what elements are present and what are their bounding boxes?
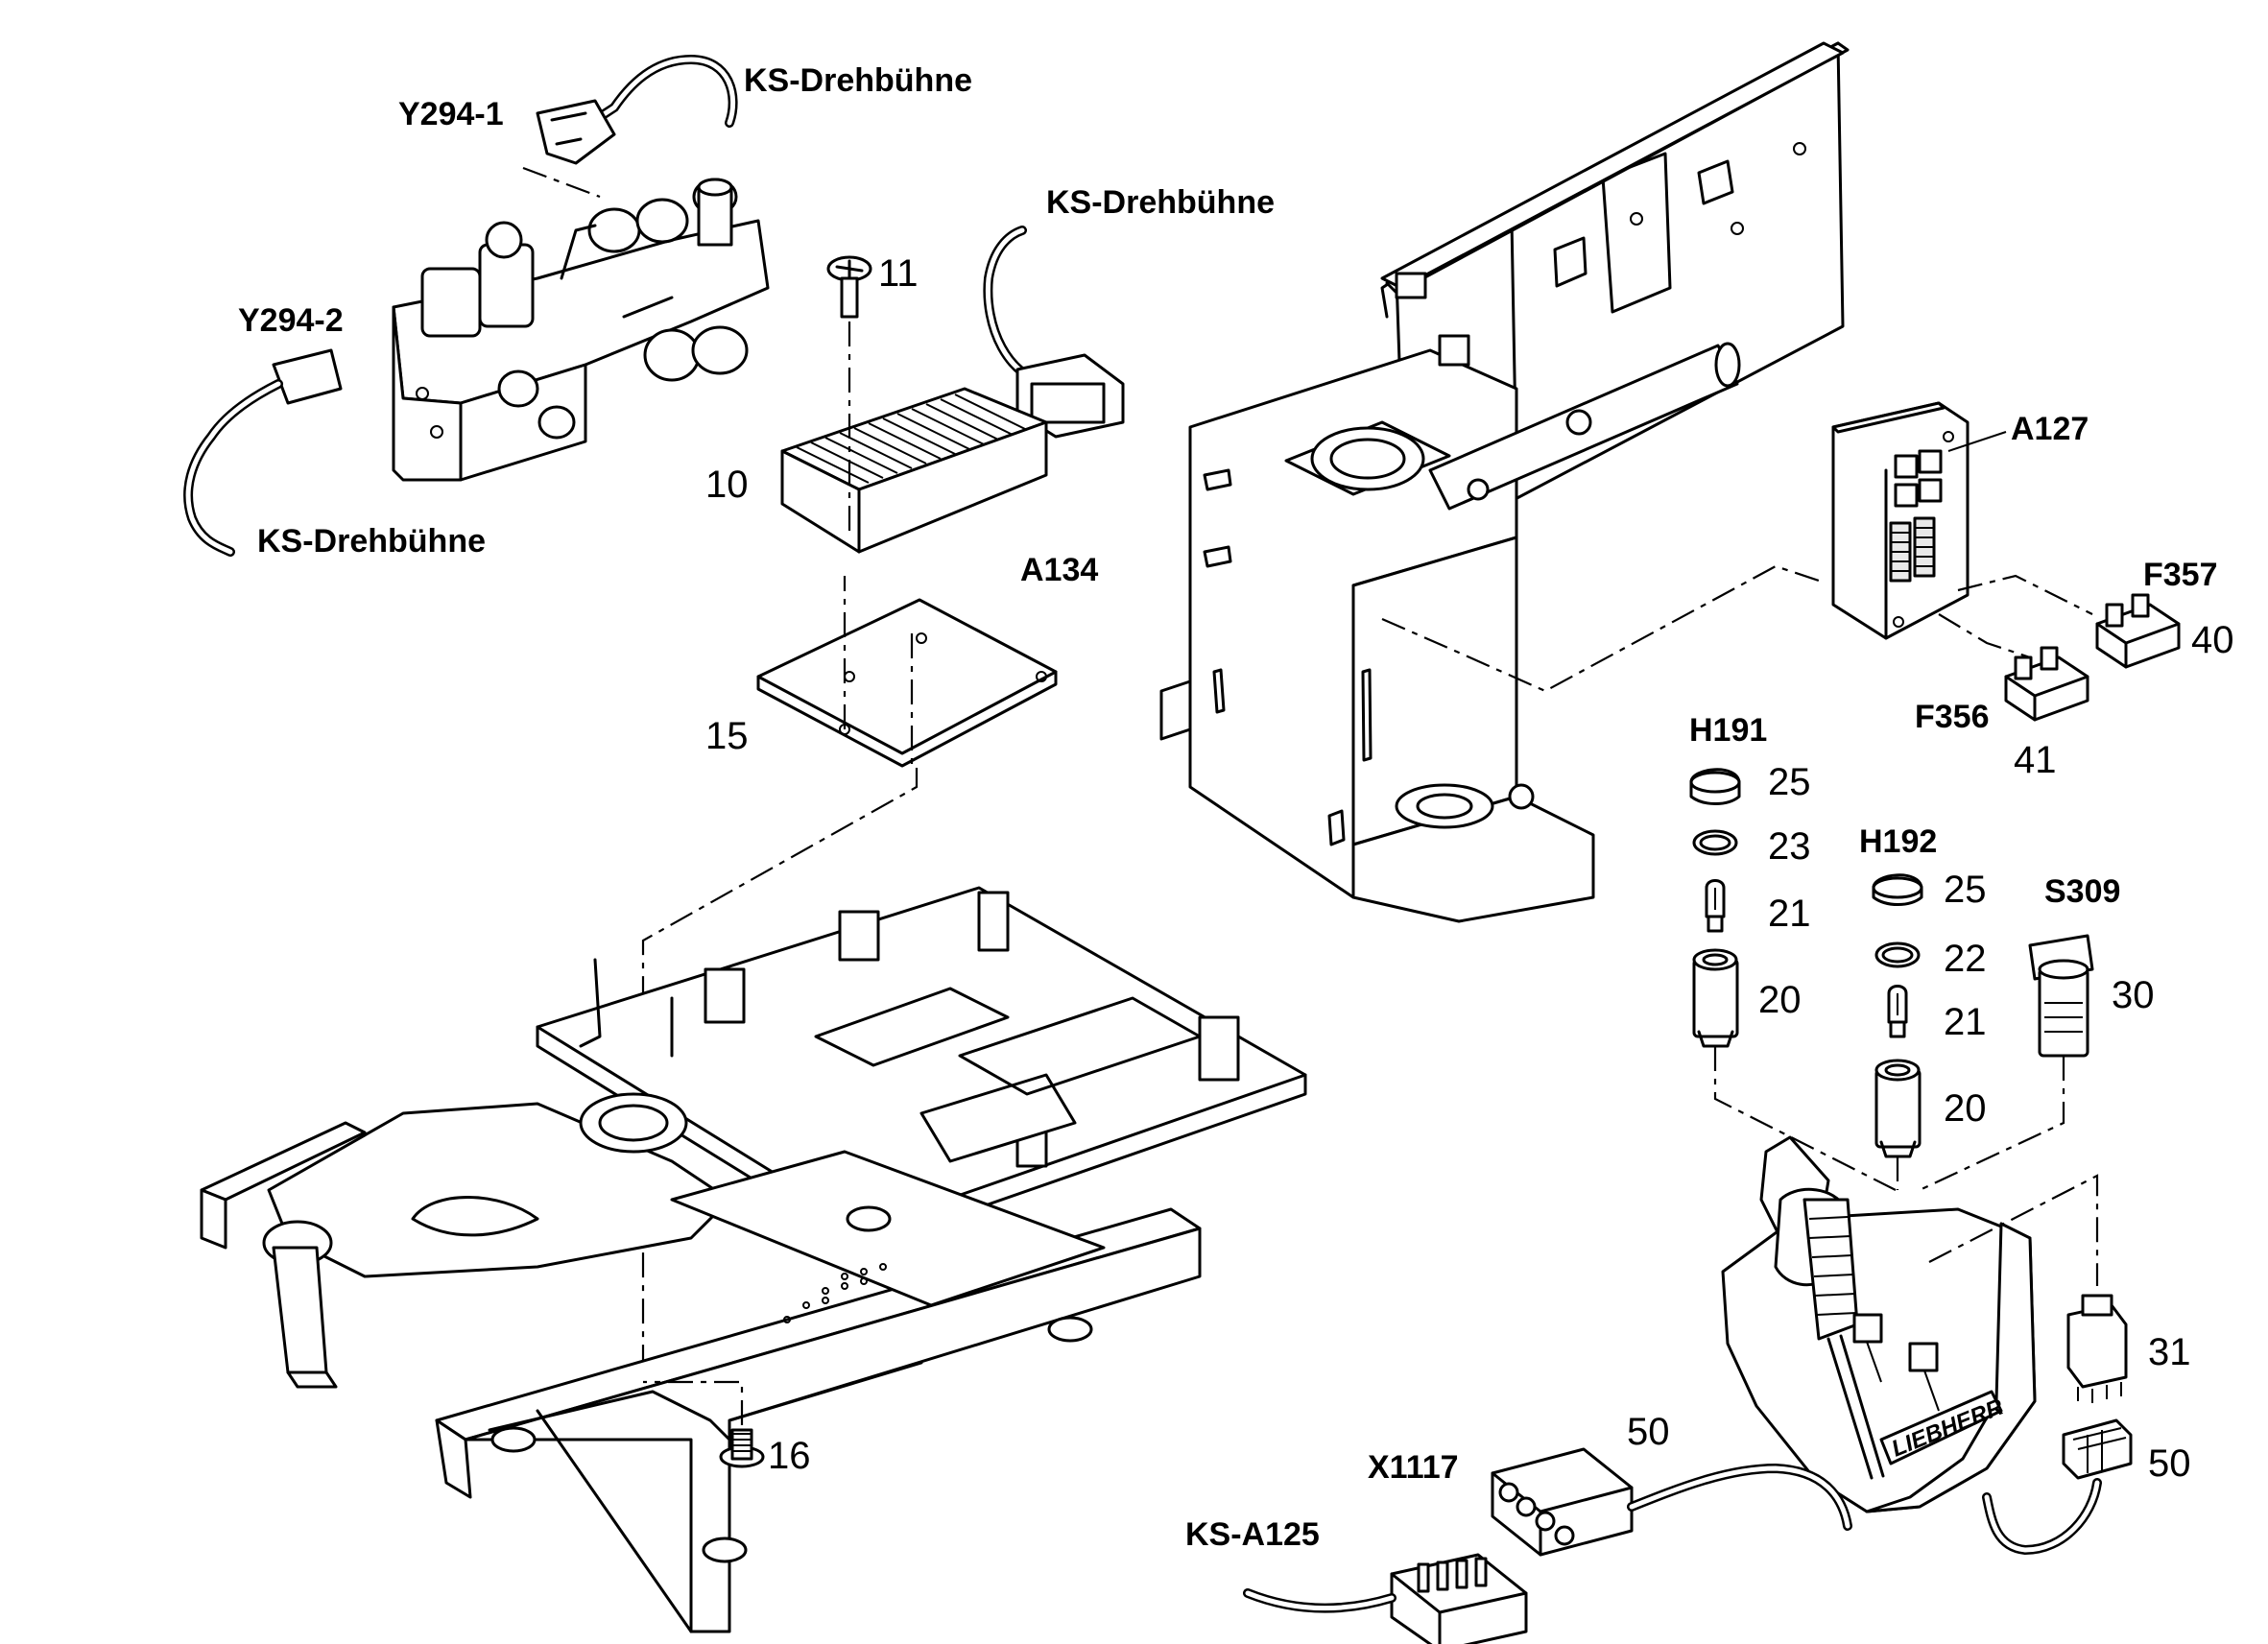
- part-number-23: 23: [1768, 825, 1811, 868]
- part-number-25-h192: 25: [1944, 869, 1987, 911]
- part-number-25-h191: 25: [1768, 761, 1811, 803]
- label-h191: H191: [1689, 712, 1767, 749]
- label-f356: F356: [1915, 699, 1990, 735]
- connector-50-right: [1982, 1418, 2133, 1556]
- label-a134: A134: [1020, 552, 1098, 588]
- label-x1117: X1117: [1368, 1449, 1459, 1486]
- part-number-40: 40: [2191, 619, 2234, 661]
- lamp-h192-parts: [1872, 873, 1923, 1158]
- part-number-50-x1117: 50: [1627, 1411, 1670, 1453]
- part-number-41: 41: [2014, 739, 2057, 781]
- cooling-fins: [796, 393, 1028, 484]
- label-y294-1: Y294-1: [398, 96, 504, 132]
- lamp-h191-parts: [1689, 768, 1741, 1048]
- label-ks-a125: KS-A125: [1185, 1516, 1320, 1553]
- label-f357: F357: [2143, 557, 2218, 593]
- label-s309: S309: [2044, 873, 2120, 910]
- switch-s309: [2028, 934, 2094, 1058]
- control-unit-a134: [641, 226, 1125, 1420]
- part-number-31: 31: [2148, 1331, 2191, 1373]
- joystick-control-lever: LIEBHERR: [1721, 1135, 2099, 1513]
- part-number-21-h192: 21: [1944, 1001, 1987, 1043]
- cab-console-frame: [1159, 41, 1850, 923]
- connector-ks-a125: [1243, 1553, 1528, 1644]
- part-number-15: 15: [705, 715, 749, 757]
- part-number-30: 30: [2112, 974, 2155, 1016]
- label-a127: A127: [2011, 411, 2089, 447]
- part-number-20-h192: 20: [1944, 1087, 1987, 1130]
- label-y294-2: Y294-2: [238, 302, 344, 339]
- valve-block-assembly: [183, 54, 770, 557]
- fuse-f356: [2004, 646, 2089, 722]
- label-h192: H192: [1859, 823, 1937, 860]
- plate-holes: [783, 1263, 887, 1323]
- base-frame-assembly: [200, 886, 1307, 1633]
- relay-31: [2066, 1294, 2128, 1403]
- part-number-50-right: 50: [2148, 1442, 2191, 1485]
- fuse-f357: [2095, 593, 2181, 669]
- part-number-10: 10: [705, 464, 749, 506]
- part-number-21-h191: 21: [1768, 893, 1811, 935]
- label-ks-drehbuehne-top: KS-Drehbühne: [744, 62, 972, 99]
- part-number-11: 11: [878, 252, 919, 295]
- label-ks-drehbuehne-left: KS-Drehbühne: [257, 523, 486, 560]
- relay-box-a127: [1831, 401, 2093, 659]
- part-number-20-h191: 20: [1758, 979, 1802, 1021]
- label-ks-drehbuehne-mid: KS-Drehbühne: [1046, 184, 1275, 221]
- connector-x1117: [1491, 1447, 1852, 1557]
- part-number-16: 16: [768, 1435, 811, 1477]
- part-number-22: 22: [1944, 938, 1987, 980]
